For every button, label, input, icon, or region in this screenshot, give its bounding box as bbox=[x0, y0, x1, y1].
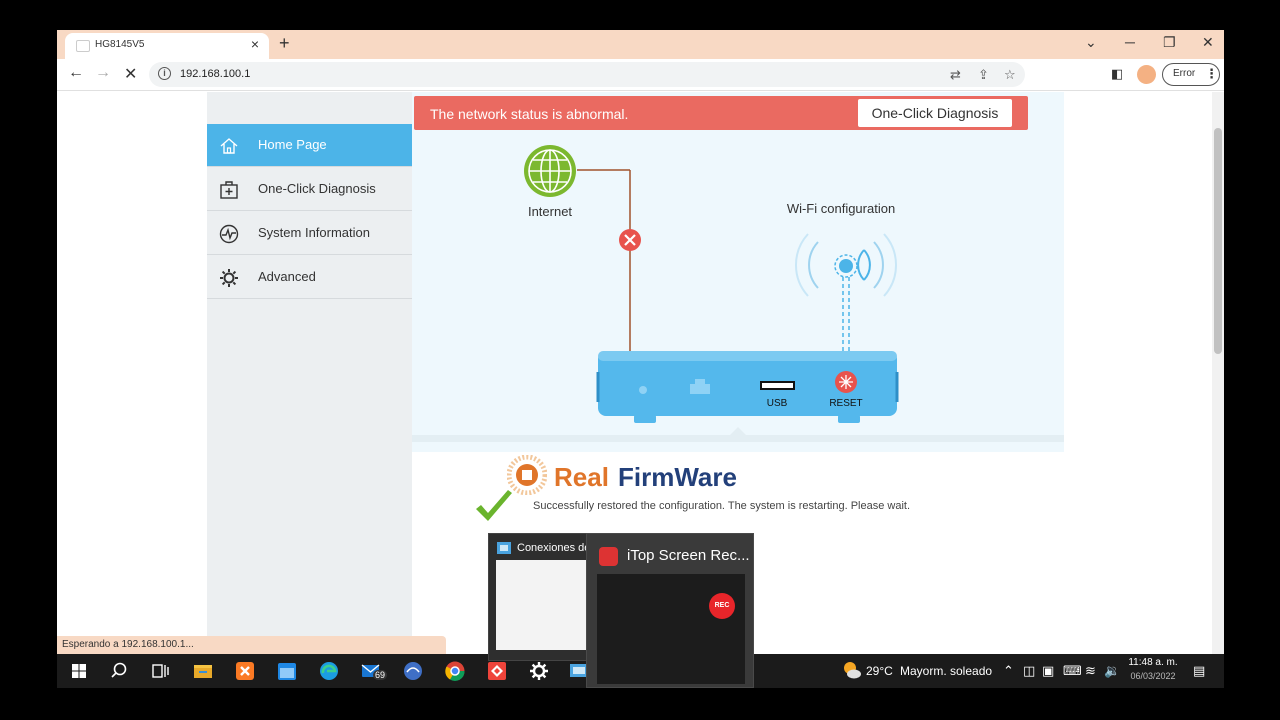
device-icon[interactable]: ▣ bbox=[1042, 663, 1055, 678]
weather-sun-cloud-icon[interactable] bbox=[841, 659, 863, 681]
sidebar-item-home-page[interactable]: Home Page bbox=[207, 124, 420, 167]
tab-close-button[interactable]: × bbox=[250, 36, 259, 52]
rec-button: REC bbox=[709, 593, 735, 619]
network-connections-thumb-icon bbox=[497, 542, 511, 554]
notifications-icon[interactable]: ▤ bbox=[1193, 663, 1206, 678]
taskbar-clock[interactable]: 11:48 a. m. bbox=[1128, 657, 1178, 668]
tab-strip: HG8145V5 × + ⌄ ─ ❐ ✕ bbox=[57, 30, 1224, 59]
internet-globe-icon[interactable] bbox=[524, 145, 576, 197]
tab-search-chevron-icon[interactable]: ⌄ bbox=[1085, 34, 1097, 50]
calendar-icon[interactable] bbox=[275, 659, 299, 683]
reset-label: RESET bbox=[829, 398, 862, 409]
minimize-button[interactable]: ─ bbox=[1125, 34, 1135, 50]
one-click-diagnosis-button[interactable]: One-Click Diagnosis bbox=[858, 99, 1012, 127]
section-divider bbox=[412, 427, 1064, 442]
brand-firmware-text: FirmWare bbox=[618, 462, 737, 492]
sidebar-menu: Home Page One-Click Diagnosis System Inf… bbox=[207, 92, 420, 688]
browser-tab[interactable]: HG8145V5 × bbox=[65, 33, 269, 59]
stop-loading-button[interactable]: ✕ bbox=[124, 66, 138, 83]
back-button[interactable]: ← bbox=[68, 64, 84, 81]
xampp-icon[interactable] bbox=[233, 659, 257, 683]
disconnected-error-icon bbox=[619, 229, 641, 251]
sidebar-item-label: Home Page bbox=[258, 137, 327, 152]
wifi-signal-icon[interactable] bbox=[795, 233, 897, 352]
windows-start-icon[interactable] bbox=[67, 659, 91, 683]
taskbar-date[interactable]: 06/03/2022 bbox=[1130, 671, 1176, 681]
network-alert-bar: The network status is abnormal. One-Clic… bbox=[414, 96, 1028, 130]
thumbnail-preview bbox=[496, 560, 588, 650]
weather-temperature[interactable]: 29°C bbox=[866, 664, 893, 678]
diagnosis-icon bbox=[220, 181, 238, 199]
itop-recorder-icon bbox=[599, 547, 618, 566]
loading-status-text: Esperando a 192.168.100.1... bbox=[62, 639, 194, 650]
new-tab-button[interactable]: + bbox=[279, 33, 290, 53]
network-app-icon[interactable] bbox=[401, 659, 425, 683]
error-button[interactable]: Error ⋮ bbox=[1162, 63, 1220, 86]
internet-label: Internet bbox=[528, 204, 572, 219]
page-favicon-icon bbox=[76, 40, 90, 52]
usb-label: USB bbox=[767, 398, 788, 409]
show-hidden-icons-chevron-icon[interactable]: ⌃ bbox=[1003, 663, 1014, 678]
edge-browser-icon[interactable] bbox=[317, 659, 341, 683]
meet-now-icon[interactable]: ◫ bbox=[1023, 663, 1036, 678]
network-topology-diagram: Internet Wi-Fi configuration bbox=[412, 145, 1064, 442]
gear-icon bbox=[220, 269, 238, 287]
sidebar-item-advanced[interactable]: Advanced bbox=[207, 256, 412, 299]
scrollbar-thumb[interactable] bbox=[1214, 128, 1222, 354]
success-checkmark-icon bbox=[476, 490, 512, 521]
sidebar-item-label: Advanced bbox=[258, 269, 316, 284]
side-panel-icon[interactable]: ◧ bbox=[1111, 66, 1124, 81]
search-icon[interactable] bbox=[107, 659, 131, 683]
thumbnail-title: iTop Screen Rec... bbox=[627, 547, 750, 564]
browser-status-bar: Esperando a 192.168.100.1... bbox=[57, 636, 446, 654]
restore-button[interactable]: ❐ bbox=[1163, 34, 1176, 50]
wifi-tray-icon[interactable]: ≋ bbox=[1085, 663, 1096, 678]
error-label: Error bbox=[1173, 68, 1196, 79]
forward-button[interactable]: → bbox=[95, 64, 111, 81]
menu-dots-icon[interactable]: ⋮ bbox=[1205, 66, 1218, 81]
network-connections-icon[interactable] bbox=[567, 659, 591, 683]
brand-real-text: Real bbox=[554, 462, 609, 492]
chrome-browser-icon[interactable] bbox=[443, 659, 467, 683]
url-text[interactable]: 192.168.100.1 bbox=[180, 68, 251, 80]
taskbar-thumbnail-itop[interactable]: iTop Screen Rec... REC bbox=[586, 533, 754, 688]
tab-title: HG8145V5 bbox=[95, 39, 145, 50]
sidebar-item-system-information[interactable]: System Information bbox=[207, 212, 412, 255]
browser-toolbar: ← → ✕ i 192.168.100.1 ⇄ ⇪ ☆ ◧ Error ⋮ bbox=[57, 59, 1224, 91]
address-bar[interactable]: i 192.168.100.1 ⇄ ⇪ ☆ bbox=[149, 62, 1025, 87]
mail-badge: 69 bbox=[373, 670, 388, 680]
anydesk-icon[interactable] bbox=[485, 659, 509, 683]
weather-description[interactable]: Mayorm. soleado bbox=[900, 664, 993, 678]
sidebar-item-label: One-Click Diagnosis bbox=[258, 181, 376, 196]
settings-gear-icon[interactable] bbox=[527, 659, 551, 683]
pulse-icon bbox=[219, 224, 239, 244]
bookmark-star-icon[interactable]: ☆ bbox=[1004, 67, 1016, 82]
wifi-configuration-label[interactable]: Wi-Fi configuration bbox=[787, 201, 895, 216]
restore-success-message: Successfully restored the configuration.… bbox=[533, 500, 911, 512]
file-explorer-icon[interactable] bbox=[191, 659, 215, 683]
volume-icon[interactable]: 🔉 bbox=[1104, 663, 1121, 678]
page-scrollbar[interactable] bbox=[1212, 92, 1224, 688]
close-window-button[interactable]: ✕ bbox=[1202, 34, 1214, 50]
alert-message: The network status is abnormal. bbox=[430, 106, 629, 122]
sidebar-item-label: System Information bbox=[258, 225, 370, 240]
site-info-icon[interactable]: i bbox=[158, 67, 171, 80]
task-view-icon[interactable] bbox=[148, 659, 172, 683]
router-device-icon: USB RESET bbox=[596, 351, 899, 423]
home-icon bbox=[220, 138, 238, 154]
taskbar-thumbnail-conexiones[interactable]: Conexiones de bbox=[488, 533, 591, 661]
translate-icon[interactable]: ⇄ bbox=[950, 67, 961, 82]
keyboard-language-icon[interactable]: ⌨ bbox=[1063, 663, 1082, 678]
real-firmware-logo-icon bbox=[507, 455, 547, 495]
thumbnail-preview: REC bbox=[597, 574, 745, 684]
sidebar-item-one-click-diagnosis[interactable]: One-Click Diagnosis bbox=[207, 168, 412, 211]
profile-avatar[interactable] bbox=[1137, 65, 1156, 84]
thumbnail-title: Conexiones de bbox=[517, 542, 591, 554]
share-icon[interactable]: ⇪ bbox=[978, 67, 989, 82]
